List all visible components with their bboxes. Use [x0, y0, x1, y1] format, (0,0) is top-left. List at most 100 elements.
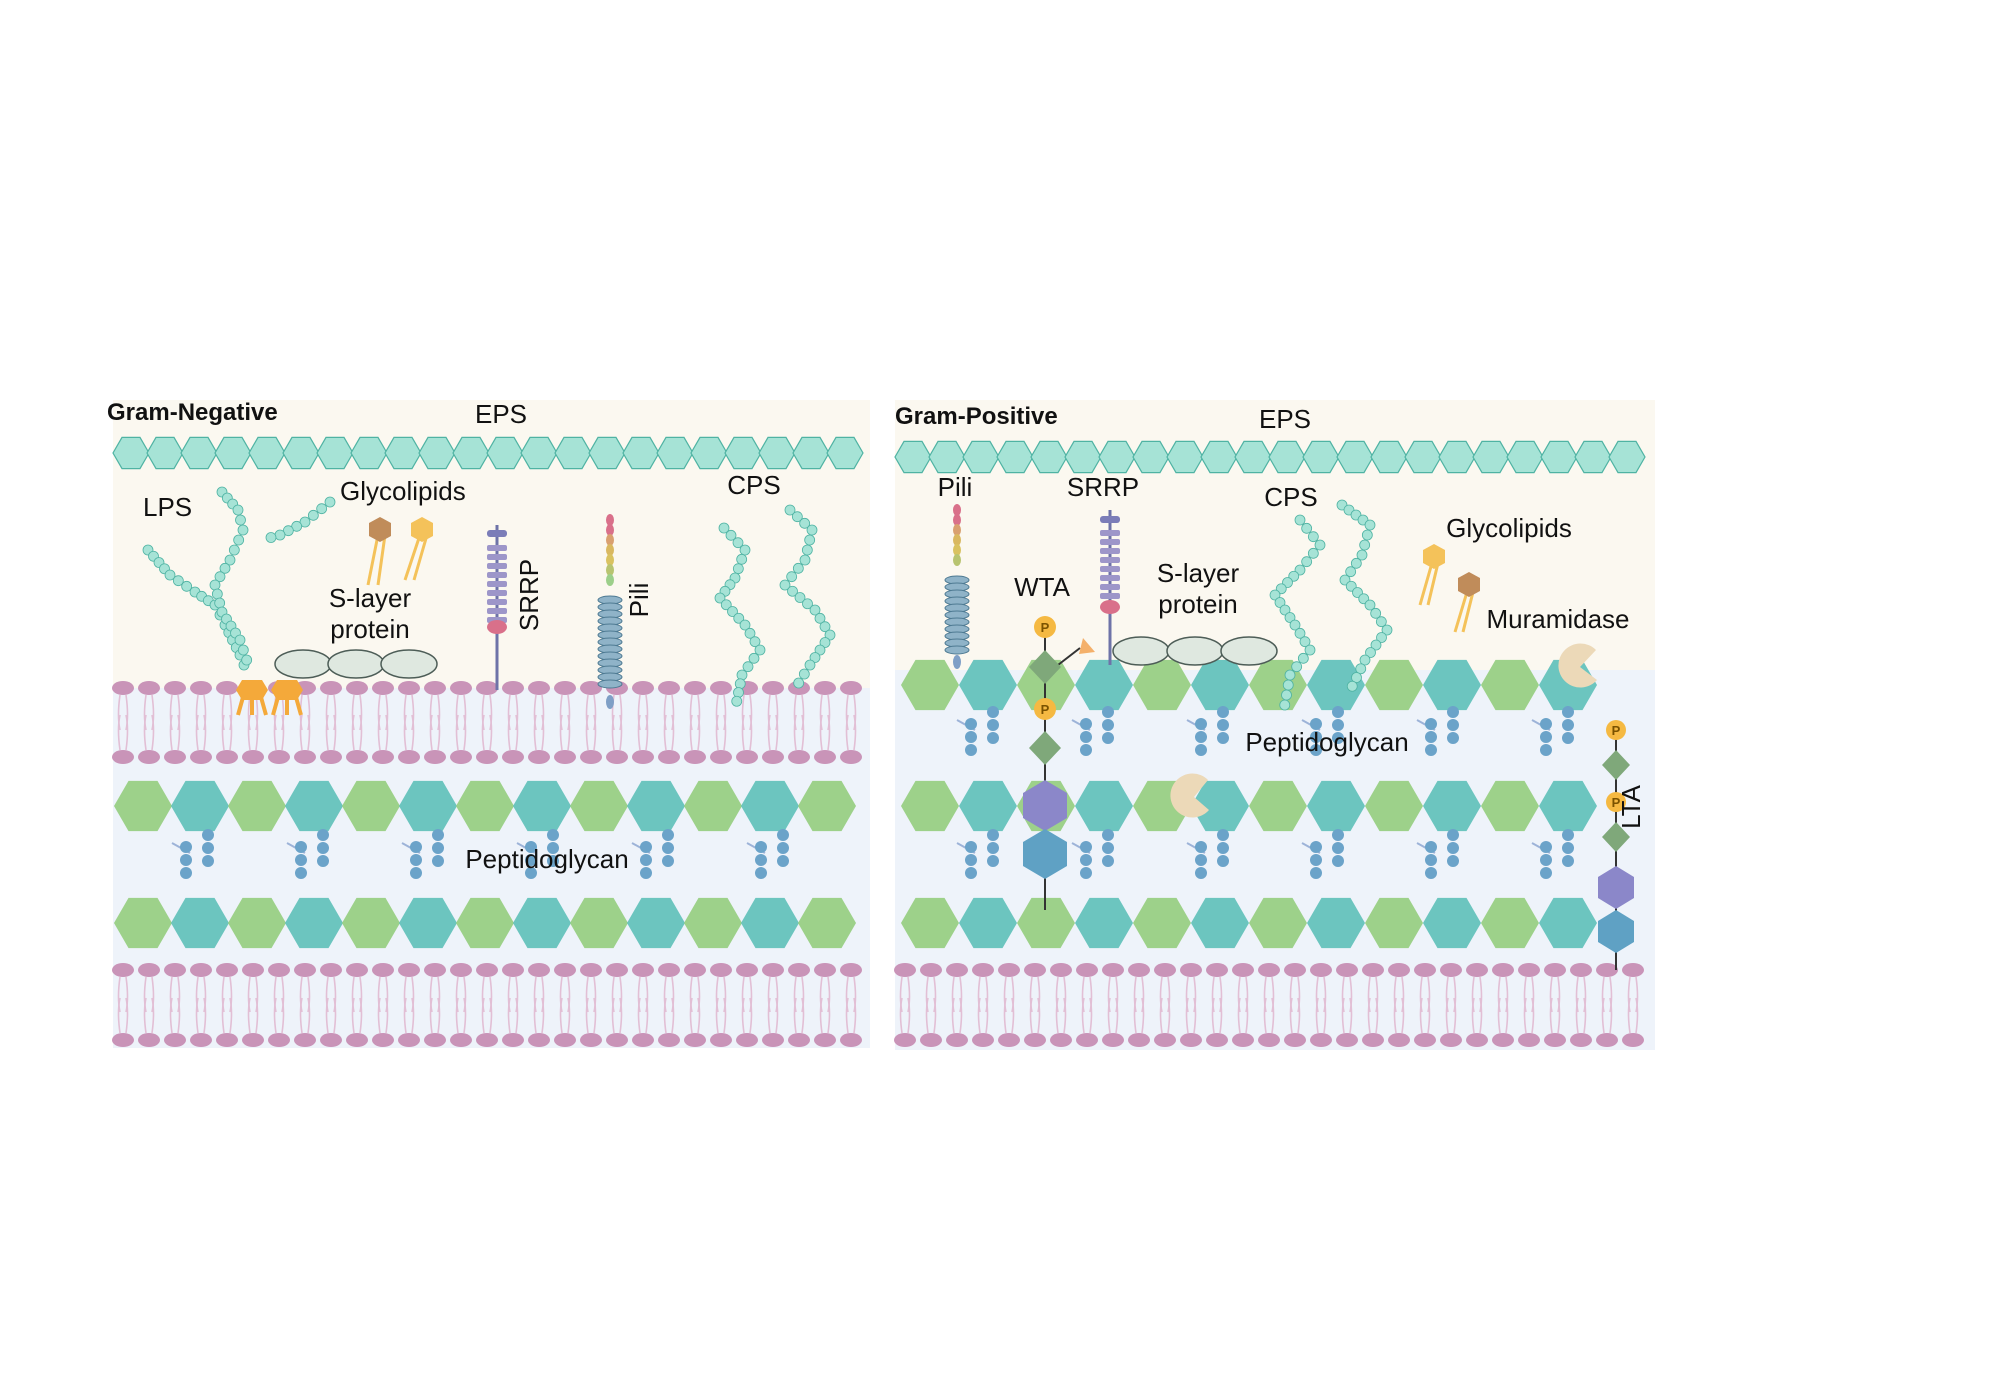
chain-bead [164, 569, 176, 581]
lipid-head [294, 750, 316, 764]
chain-bead [784, 504, 796, 516]
gp-title: Gram-Positive [895, 403, 1058, 430]
gn-peptidoglycan-label: Peptidoglycan [465, 844, 628, 874]
peptidoglycan-hexagon-icon [1191, 659, 1249, 711]
peptidoglycan-hexagon-icon [1423, 897, 1481, 949]
lipid-head [346, 681, 368, 695]
peptidoglycan-hexagon-icon [1307, 659, 1365, 711]
lipid-pair [1492, 963, 1514, 1047]
polysaccharide-chain [779, 504, 836, 689]
lipid-pair [606, 963, 628, 1047]
gp-srrp-label: SRRP [1067, 472, 1139, 502]
lipid-head [138, 681, 160, 695]
lipid-head [476, 1033, 498, 1047]
pili-bead [606, 544, 614, 556]
chain-bead [739, 619, 751, 631]
lipid-head [112, 1033, 134, 1047]
lipid-head [840, 750, 862, 764]
lipid-head [1102, 1033, 1124, 1047]
chain-bead [1294, 627, 1306, 639]
srrp-repeat [487, 563, 507, 569]
lipid-pair [112, 963, 134, 1047]
srrp-repeat [487, 590, 507, 596]
pili-bead [606, 534, 614, 546]
chain-bead [799, 517, 811, 529]
lipid-head [1466, 1033, 1488, 1047]
lipid-head [1388, 963, 1410, 977]
lipid-head [1128, 1033, 1150, 1047]
srrp-repeat [1100, 539, 1120, 545]
lipid-pair [814, 963, 836, 1047]
lipid-pair [424, 963, 446, 1047]
lipid-head [580, 750, 602, 764]
peptidoglycan-hexagon-icon [1481, 780, 1539, 832]
pili-bead [606, 554, 614, 566]
peptidoglycan-hexagon-icon [1539, 780, 1597, 832]
lipid-head [1570, 963, 1592, 977]
lipid-head [372, 1033, 394, 1047]
peptidoglycan-hexagon-icon [570, 897, 628, 949]
lipid-head [788, 1033, 810, 1047]
eps-hexagon-icon [1064, 440, 1102, 474]
lipid-head [814, 1033, 836, 1047]
gp-cps-label: CPS [1264, 482, 1317, 512]
lipid-pair [1570, 963, 1592, 1047]
lipid-head [1284, 963, 1306, 977]
lipid-head [1440, 963, 1462, 977]
gn-pili [597, 514, 623, 709]
peptide-bridge [1071, 829, 1114, 879]
lipid-head [372, 681, 394, 695]
gp-wta: P P [1023, 616, 1095, 910]
lipid-head [1570, 1033, 1592, 1047]
chain-bead [1364, 599, 1376, 611]
lipid-pair [320, 963, 342, 1047]
lipid-head [1310, 1033, 1332, 1047]
lipid-head [684, 681, 706, 695]
lipid-head [632, 963, 654, 977]
eps-hexagon-icon [928, 440, 966, 474]
chain-bead [1350, 557, 1362, 569]
eps-hexagon-icon [282, 436, 320, 470]
lipid-head [398, 750, 420, 764]
lipid-head [450, 1033, 472, 1047]
lipid-head [1544, 963, 1566, 977]
lipid-pair [346, 681, 368, 764]
lipid-pair [138, 963, 160, 1047]
peptidoglycan-hexagon-icon [901, 897, 959, 949]
lipid-head [502, 1033, 524, 1047]
peptidoglycan-hexagon-icon [1365, 897, 1423, 949]
lipid-head [242, 750, 264, 764]
lipid-head [528, 750, 550, 764]
lipid-pair [320, 681, 342, 764]
lipid-pair [554, 963, 576, 1047]
eps-hexagon-icon [384, 436, 422, 470]
chain-bead [224, 554, 236, 566]
chain-bead [786, 571, 798, 583]
gp-pili [944, 504, 970, 669]
eps-hexagon-icon [1336, 440, 1374, 474]
lipid-pair [502, 681, 524, 764]
lipid-head [632, 1033, 654, 1047]
eps-hexagon-icon [350, 436, 388, 470]
chain-bead [749, 636, 761, 648]
chain-bead [1301, 556, 1313, 568]
srrp-repeat [1100, 530, 1120, 536]
gn-lps-anchor [236, 680, 303, 716]
gp-wta-label: WTA [1014, 572, 1070, 602]
lipid-pair [372, 681, 394, 764]
lipid-pair [1180, 963, 1202, 1047]
lipid-head [710, 963, 732, 977]
chain-bead [1346, 680, 1358, 692]
chain-bead [1351, 672, 1362, 683]
chain-bead [265, 532, 277, 543]
lipid-head [1596, 1033, 1618, 1047]
lipid-head [190, 750, 212, 764]
srrp-repeat [1100, 584, 1120, 590]
lipid-head [1076, 963, 1098, 977]
peptidoglycan-hexagon-icon [1191, 780, 1249, 832]
lipid-pair [476, 681, 498, 764]
lipid-head [998, 1033, 1020, 1047]
lipid-pair [788, 681, 810, 764]
gn-glyco-head-2 [411, 517, 433, 542]
eps-hexagon-icon [1472, 440, 1510, 474]
